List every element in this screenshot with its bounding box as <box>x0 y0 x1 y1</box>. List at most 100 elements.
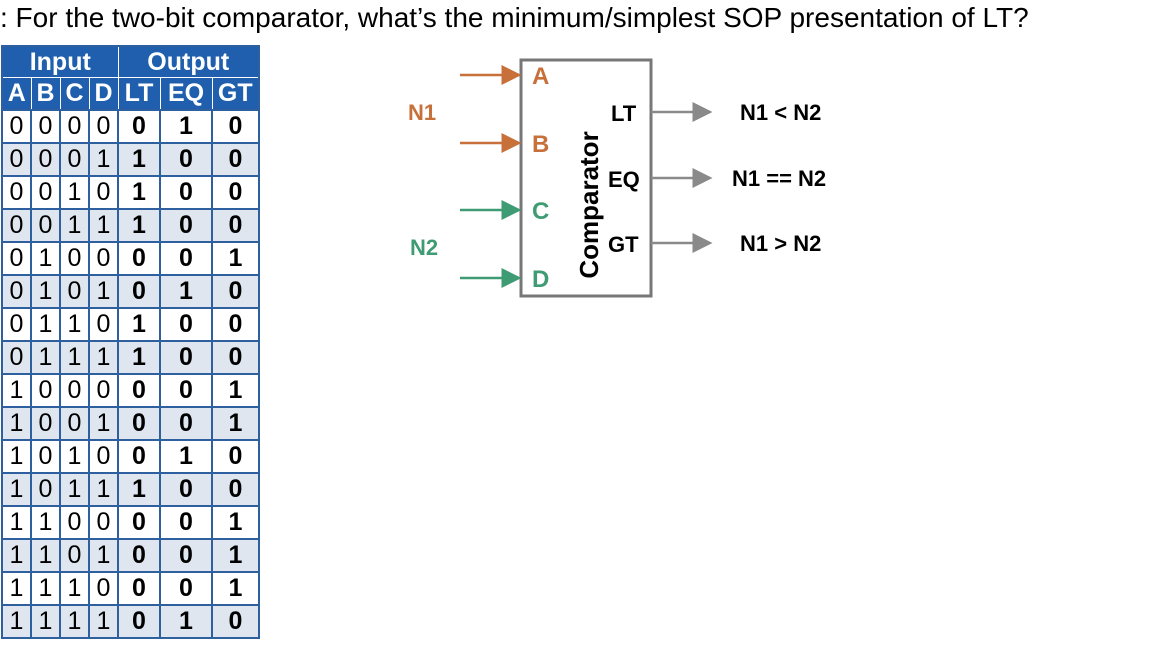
comparator-diagram: Comparator N1 N2 A B C D LT EQ GT N1 < N… <box>408 58 826 298</box>
cell-lt: 0 <box>117 505 161 540</box>
cell-gt: 0 <box>211 274 260 309</box>
cell-c: 1 <box>59 439 90 474</box>
question-text: : For the two-bit comparator, what’s the… <box>0 2 1029 33</box>
result-lt-label: N1 < N2 <box>740 100 821 125</box>
pin-eq-label: EQ <box>608 167 640 192</box>
cell-a: 0 <box>1 307 32 342</box>
cell-c: 0 <box>59 505 90 540</box>
cell-d: 1 <box>88 340 119 375</box>
cell-b: 1 <box>30 505 61 540</box>
cell-d: 0 <box>88 241 119 276</box>
cell-a: 1 <box>1 505 32 540</box>
cell-lt: 1 <box>117 307 161 342</box>
cell-d: 1 <box>88 274 119 309</box>
cell-b: 0 <box>30 373 61 408</box>
cell-lt: 1 <box>117 142 161 177</box>
cell-d: 1 <box>88 208 119 243</box>
cell-gt: 1 <box>211 538 260 573</box>
cell-b: 0 <box>30 142 61 177</box>
cell-d: 0 <box>88 307 119 342</box>
cell-lt: 0 <box>117 373 161 408</box>
cell-eq: 0 <box>159 571 213 606</box>
cell-lt: 0 <box>117 571 161 606</box>
cell-eq: 1 <box>159 274 213 309</box>
input-group-header: Input <box>1 45 119 78</box>
cell-b: 0 <box>30 208 61 243</box>
n2-group-label: N2 <box>410 235 438 260</box>
cell-gt: 1 <box>211 373 260 408</box>
n1-group-label: N1 <box>408 100 436 125</box>
cell-a: 0 <box>1 274 32 309</box>
cell-gt: 1 <box>211 241 260 276</box>
cell-gt: 1 <box>211 406 260 441</box>
cell-d: 1 <box>88 142 119 177</box>
result-gt-label: N1 > N2 <box>740 231 821 256</box>
cell-eq: 0 <box>159 340 213 375</box>
cell-gt: 0 <box>211 472 260 507</box>
cell-a: 1 <box>1 571 32 606</box>
cell-gt: 0 <box>211 208 260 243</box>
cell-c: 0 <box>59 274 90 309</box>
cell-b: 1 <box>30 241 61 276</box>
cell-c: 1 <box>59 175 90 210</box>
cell-eq: 0 <box>159 373 213 408</box>
cell-lt: 0 <box>117 439 161 474</box>
cell-c: 1 <box>59 472 90 507</box>
cell-d: 0 <box>88 373 119 408</box>
cell-lt: 0 <box>117 241 161 276</box>
cell-c: 0 <box>59 109 90 144</box>
cell-a: 1 <box>1 373 32 408</box>
cell-a: 0 <box>1 142 32 177</box>
cell-a: 1 <box>1 472 32 507</box>
column-header-d: D <box>88 77 119 111</box>
cell-b: 1 <box>30 604 61 639</box>
cell-a: 1 <box>1 439 32 474</box>
cell-lt: 1 <box>117 208 161 243</box>
cell-gt: 0 <box>211 142 260 177</box>
cell-eq: 0 <box>159 472 213 507</box>
cell-a: 0 <box>1 109 32 144</box>
cell-c: 1 <box>59 307 90 342</box>
cell-eq: 0 <box>159 241 213 276</box>
cell-c: 0 <box>59 142 90 177</box>
cell-lt: 0 <box>117 274 161 309</box>
cell-b: 0 <box>30 175 61 210</box>
cell-eq: 0 <box>159 175 213 210</box>
cell-d: 0 <box>88 175 119 210</box>
pin-c-label: C <box>532 198 549 225</box>
cell-a: 0 <box>1 340 32 375</box>
cell-c: 1 <box>59 571 90 606</box>
cell-lt: 1 <box>117 175 161 210</box>
cell-c: 1 <box>59 604 90 639</box>
cell-a: 0 <box>1 175 32 210</box>
cell-b: 1 <box>30 538 61 573</box>
cell-gt: 0 <box>211 175 260 210</box>
column-header-a: A <box>1 77 32 111</box>
column-header-lt: LT <box>117 77 161 111</box>
cell-eq: 0 <box>159 505 213 540</box>
pin-lt-label: LT <box>611 101 637 126</box>
cell-c: 0 <box>59 538 90 573</box>
cell-b: 1 <box>30 571 61 606</box>
cell-b: 0 <box>30 109 61 144</box>
pin-d-label: D <box>532 266 549 293</box>
column-header-eq: EQ <box>159 77 213 111</box>
cell-eq: 1 <box>159 439 213 474</box>
column-header-b: B <box>30 77 61 111</box>
cell-eq: 0 <box>159 307 213 342</box>
cell-b: 1 <box>30 340 61 375</box>
cell-lt: 0 <box>117 604 161 639</box>
